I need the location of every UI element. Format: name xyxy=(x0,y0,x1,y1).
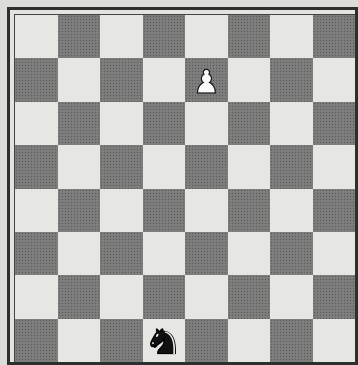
square-a6[interactable] xyxy=(15,102,58,145)
square-b5[interactable] xyxy=(58,145,101,188)
square-b1[interactable] xyxy=(58,319,101,362)
square-g7[interactable] xyxy=(270,58,313,101)
square-e8[interactable] xyxy=(185,15,228,58)
square-d6[interactable] xyxy=(143,102,186,145)
square-d3[interactable] xyxy=(143,232,186,275)
chessboard xyxy=(14,14,355,362)
square-b8[interactable] xyxy=(58,15,101,58)
square-g4[interactable] xyxy=(270,189,313,232)
chessboard-frame xyxy=(7,7,358,365)
square-f4[interactable] xyxy=(228,189,271,232)
square-h2[interactable] xyxy=(313,275,356,318)
square-a7[interactable] xyxy=(15,58,58,101)
square-g6[interactable] xyxy=(270,102,313,145)
square-h7[interactable] xyxy=(313,58,356,101)
square-f2[interactable] xyxy=(228,275,271,318)
square-c7[interactable] xyxy=(100,58,143,101)
square-a5[interactable] xyxy=(15,145,58,188)
square-h1[interactable] xyxy=(313,319,356,362)
square-c8[interactable] xyxy=(100,15,143,58)
square-c3[interactable] xyxy=(100,232,143,275)
square-d8[interactable] xyxy=(143,15,186,58)
square-f1[interactable] xyxy=(228,319,271,362)
white-pawn-icon[interactable] xyxy=(185,58,228,101)
square-h3[interactable] xyxy=(313,232,356,275)
square-c2[interactable] xyxy=(100,275,143,318)
square-g1[interactable] xyxy=(270,319,313,362)
square-g2[interactable] xyxy=(270,275,313,318)
square-e5[interactable] xyxy=(185,145,228,188)
square-e4[interactable] xyxy=(185,189,228,232)
square-g3[interactable] xyxy=(270,232,313,275)
square-f6[interactable] xyxy=(228,102,271,145)
square-d1[interactable] xyxy=(143,319,186,362)
square-c1[interactable] xyxy=(100,319,143,362)
square-d2[interactable] xyxy=(143,275,186,318)
square-e3[interactable] xyxy=(185,232,228,275)
square-b4[interactable] xyxy=(58,189,101,232)
square-e6[interactable] xyxy=(185,102,228,145)
square-b2[interactable] xyxy=(58,275,101,318)
square-e7[interactable] xyxy=(185,58,228,101)
square-e1[interactable] xyxy=(185,319,228,362)
square-g5[interactable] xyxy=(270,145,313,188)
square-a1[interactable] xyxy=(15,319,58,362)
square-c4[interactable] xyxy=(100,189,143,232)
square-d7[interactable] xyxy=(143,58,186,101)
square-c5[interactable] xyxy=(100,145,143,188)
square-b3[interactable] xyxy=(58,232,101,275)
square-h8[interactable] xyxy=(313,15,356,58)
square-a2[interactable] xyxy=(15,275,58,318)
square-a8[interactable] xyxy=(15,15,58,58)
square-a3[interactable] xyxy=(15,232,58,275)
square-a4[interactable] xyxy=(15,189,58,232)
square-d5[interactable] xyxy=(143,145,186,188)
square-b7[interactable] xyxy=(58,58,101,101)
square-f7[interactable] xyxy=(228,58,271,101)
square-f3[interactable] xyxy=(228,232,271,275)
square-g8[interactable] xyxy=(270,15,313,58)
black-knight-icon[interactable] xyxy=(143,319,186,362)
square-b6[interactable] xyxy=(58,102,101,145)
square-e2[interactable] xyxy=(185,275,228,318)
square-h6[interactable] xyxy=(313,102,356,145)
square-f5[interactable] xyxy=(228,145,271,188)
square-f8[interactable] xyxy=(228,15,271,58)
square-h5[interactable] xyxy=(313,145,356,188)
square-h4[interactable] xyxy=(313,189,356,232)
square-c6[interactable] xyxy=(100,102,143,145)
square-d4[interactable] xyxy=(143,189,186,232)
